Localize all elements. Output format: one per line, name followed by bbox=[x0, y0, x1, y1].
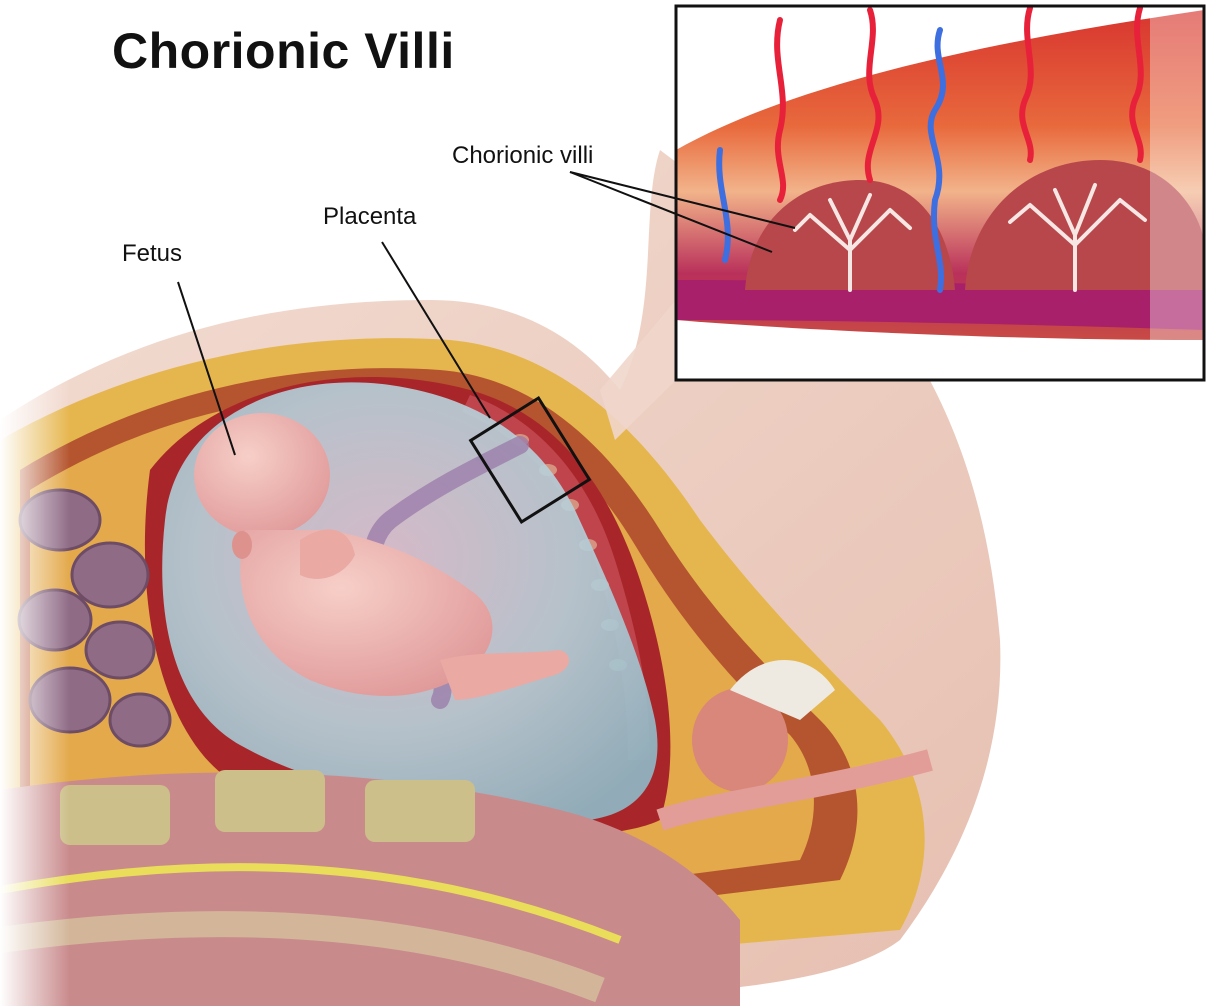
diagram-title: Chorionic Villi bbox=[112, 22, 455, 80]
label-chorionic-villi: Chorionic villi bbox=[452, 142, 593, 170]
fetus-ear bbox=[232, 531, 252, 559]
label-placenta: Placenta bbox=[323, 203, 416, 231]
label-fetus: Fetus bbox=[122, 240, 182, 268]
fetus-head bbox=[194, 413, 330, 537]
inset-panel bbox=[676, 6, 1204, 380]
